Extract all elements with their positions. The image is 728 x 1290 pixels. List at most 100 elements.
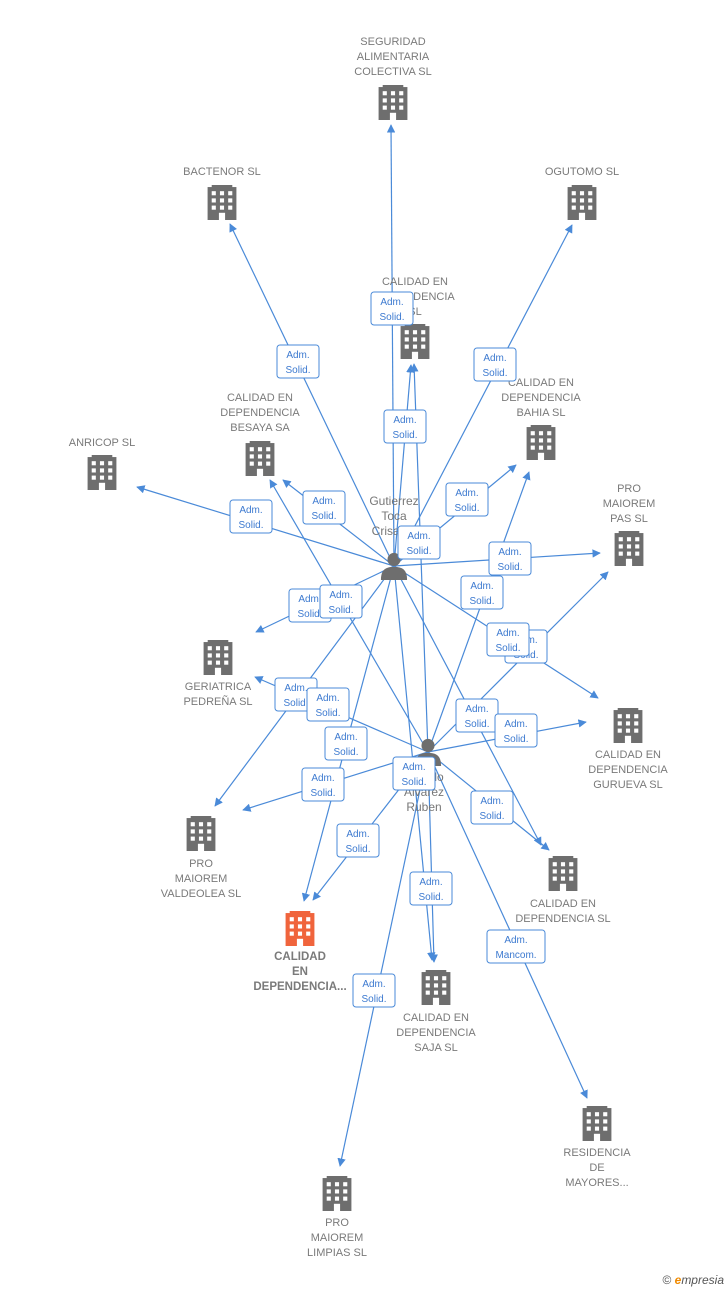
edge-role-label[interactable]: Adm.Solid. xyxy=(488,541,532,576)
company-label: BAHIA SL xyxy=(517,407,566,419)
edge-role-text: Adm. xyxy=(334,732,357,743)
edge-role-label[interactable]: Adm.Solid. xyxy=(486,622,530,657)
edge-role-label[interactable]: Adm. Solid. xyxy=(494,713,538,748)
edge-role-label[interactable]: Adm.Solid. xyxy=(352,973,396,1008)
company-node[interactable]: BACTENOR SL xyxy=(183,166,261,220)
company-label: MAIOREM xyxy=(175,873,228,885)
edge-role-text: Solid. xyxy=(503,734,528,745)
company-label: DEPENDENCIA SL xyxy=(515,913,610,925)
building-icon xyxy=(322,1176,352,1211)
edge-role-label[interactable]: Adm. Solid. xyxy=(397,525,441,560)
company-label: MAIOREM xyxy=(311,1232,364,1244)
person-label: Ruben xyxy=(406,800,441,814)
edge-role-text: Adm. xyxy=(407,531,430,542)
edge-role-text: Solid. xyxy=(406,546,431,557)
company-label: CALIDAD EN xyxy=(595,749,661,761)
edge-role-label[interactable]: Adm. Solid. xyxy=(460,575,504,610)
person-label: Gutierrez xyxy=(369,494,418,508)
company-label: BACTENOR SL xyxy=(183,166,261,178)
edge-role-label[interactable]: Adm.Solid. xyxy=(319,584,363,619)
edge-role-text: Solid. xyxy=(285,365,310,376)
company-node[interactable]: RESIDENCIADEMAYORES... xyxy=(563,1106,631,1189)
company-label: OGUTOMO SL xyxy=(545,166,619,178)
edge-role-label[interactable]: Adm. Solid. xyxy=(301,767,345,802)
edge-role-text: Adm. xyxy=(311,773,334,784)
edge-role-text: Adm. xyxy=(470,581,493,592)
edge-role-text: Adm. xyxy=(504,719,527,730)
company-label: COLECTIVA SL xyxy=(354,66,431,78)
edge-role-text: Solid. xyxy=(418,892,443,903)
company-label: CALIDAD EN xyxy=(508,377,574,389)
edge-role-text: Solid. xyxy=(454,503,479,514)
edge-role-label[interactable]: Adm.Mancom. xyxy=(486,929,546,964)
building-icon xyxy=(421,970,451,1005)
relation-edge xyxy=(229,223,395,567)
edge-role-label[interactable]: Adm.Solid. xyxy=(336,823,380,858)
brand-logo-text: mpresia xyxy=(681,1273,724,1287)
edge-role-text: Adm. xyxy=(380,297,403,308)
edge-role-label[interactable]: Adm.Solid. xyxy=(455,698,499,733)
edge-role-text: Solid. xyxy=(469,596,494,607)
company-node[interactable]: CALIDADENDEPENDENCIA... xyxy=(253,911,347,993)
edge-role-text: Adm. xyxy=(362,979,385,990)
company-label: PRO xyxy=(325,1217,349,1229)
edge-role-label[interactable]: Adm.Solid. xyxy=(392,756,436,791)
relation-edge xyxy=(427,751,588,1099)
building-icon xyxy=(186,816,216,851)
person-label: Toca xyxy=(381,509,407,523)
company-label: ALIMENTARIA xyxy=(357,51,430,63)
relation-edge xyxy=(427,471,531,753)
edge-role-label[interactable]: Adm.Solid. xyxy=(229,499,273,534)
edge-role-text: Solid. xyxy=(328,605,353,616)
relation-edge xyxy=(337,751,429,1167)
edge-role-label[interactable]: Adm.Solid. xyxy=(306,687,350,722)
edge-role-text: Solid. xyxy=(479,811,504,822)
edge-role-text: Solid. xyxy=(310,788,335,799)
company-label: RESIDENCIA xyxy=(563,1147,631,1159)
company-label: PAS SL xyxy=(610,513,648,525)
company-label: CALIDAD EN xyxy=(227,392,293,404)
company-label: MAIOREM xyxy=(603,498,656,510)
edge-role-label[interactable]: Adm.Solid. xyxy=(324,726,368,761)
edge-role-text: Adm. xyxy=(498,547,521,558)
edge-role-label[interactable]: Adm.Solid. xyxy=(383,409,427,444)
edge-role-text: Solid. xyxy=(345,844,370,855)
company-label: DEPENDENCIA xyxy=(396,1027,476,1039)
edge-role-label[interactable]: Adm. Solid. xyxy=(276,344,320,379)
company-node[interactable]: OGUTOMO SL xyxy=(545,166,619,220)
building-icon xyxy=(582,1106,612,1141)
building-icon xyxy=(613,708,643,743)
edge-role-label[interactable]: Adm.Solid. xyxy=(370,291,414,326)
edge-role-label[interactable]: Adm. Solid. xyxy=(409,871,453,906)
edge-role-text: Adm. xyxy=(483,353,506,364)
building-icon xyxy=(614,531,644,566)
company-node[interactable]: ANRICOP SL xyxy=(69,437,135,490)
relation-edge xyxy=(386,124,396,567)
edge-role-text: Adm. xyxy=(496,628,519,639)
building-icon xyxy=(87,455,117,490)
edge-role-text: Adm. xyxy=(286,350,309,361)
company-label: DE xyxy=(589,1162,604,1174)
relation-edge xyxy=(393,364,415,567)
edge-role-label[interactable]: Adm.Solid. xyxy=(302,490,346,525)
edge-role-label[interactable]: Adm. Solid. xyxy=(445,482,489,517)
edge-role-text: Adm. xyxy=(419,877,442,888)
edge-role-label[interactable]: Adm.Solid. xyxy=(473,347,517,382)
edge-role-label[interactable]: Adm.Solid. xyxy=(470,790,514,825)
edge-role-text: Adm. xyxy=(239,505,262,516)
edge-role-text: Adm. xyxy=(455,488,478,499)
building-icon xyxy=(548,856,578,891)
